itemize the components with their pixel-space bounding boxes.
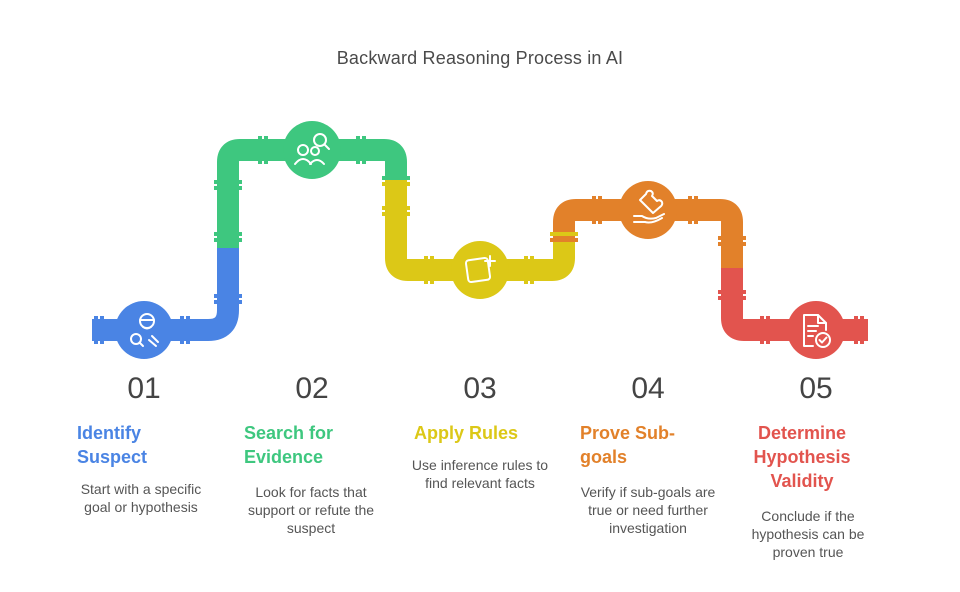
add-note-icon	[464, 255, 496, 284]
step-node-5	[787, 301, 845, 359]
step-heading-5: Determine Hypothesis Validity	[753, 423, 851, 491]
pipe-segment-1	[92, 248, 239, 341]
people-search-icon	[294, 133, 330, 165]
step-heading-1: Identify Suspect	[77, 423, 148, 467]
step-description-2: Look for facts that support or refute th…	[247, 484, 375, 536]
step-node-2	[283, 121, 341, 179]
puzzle-hand-icon	[633, 189, 665, 224]
step-heading-3: Apply Rules	[414, 423, 519, 443]
step-number-5: 05	[799, 372, 833, 405]
step-description-5: Conclude if the hypothesis can be proven…	[751, 508, 865, 560]
step-node-3	[451, 241, 509, 299]
step-number-3: 03	[463, 372, 497, 405]
pipe-segment-5	[721, 268, 868, 341]
document-check-icon	[803, 314, 831, 348]
step-heading-2: Search for Evidence	[244, 423, 334, 467]
detective-icon	[130, 313, 159, 347]
step-node-4	[619, 181, 677, 239]
page-title: Backward Reasoning Process in AI	[336, 48, 624, 68]
step-number-1: 01	[127, 372, 161, 405]
step-node-1	[115, 301, 173, 359]
step-heading-4: Prove Sub-goals	[580, 423, 676, 467]
step-number-4: 04	[631, 372, 665, 405]
step-description-4: Verify if sub-goals are true or need fur…	[580, 484, 716, 536]
pipe-rings	[94, 136, 864, 344]
step-description-1: Start with a specific goal or hypothesis	[80, 481, 202, 515]
step-description-3: Use inference rules to find relevant fac…	[411, 457, 549, 491]
step-number-2: 02	[295, 372, 329, 405]
